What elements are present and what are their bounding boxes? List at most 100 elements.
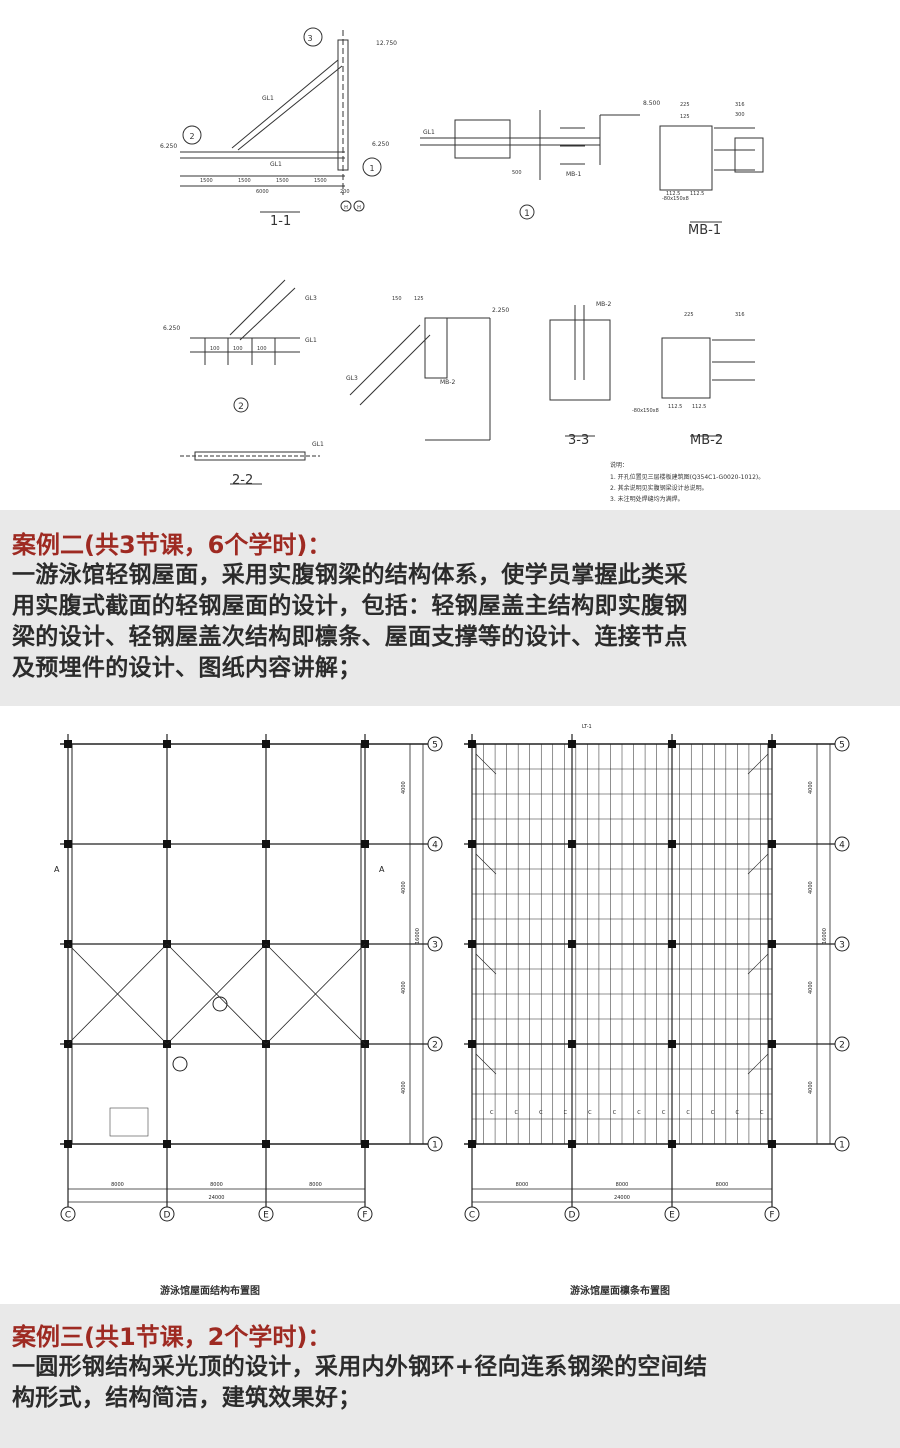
column-marker	[163, 840, 171, 848]
section-1-1-mark-3: 3	[307, 34, 312, 43]
mb-2-plate: -80x150x8	[632, 408, 659, 414]
side-dimension-total: 16000	[822, 928, 828, 944]
mb-2-dim-1: 112.5	[668, 404, 682, 410]
column-marker	[768, 840, 776, 848]
case-2-body-line-2: 用实腹式截面的轻钢屋面的设计，包括：轻钢屋盖主结构即实腹钢	[12, 593, 688, 619]
col-axis-bubble	[764, 1206, 780, 1222]
node-1-elevation: 8.500	[643, 100, 660, 107]
section-1-1-elevation-left: 6.250	[160, 143, 177, 150]
col-axis-label: C	[469, 1211, 475, 1221]
notes-item-1: 1. 开孔位置见三层楼板建筑图(Q354C1-G0020-1012)。	[610, 473, 764, 481]
side-dimension: 4000	[401, 1081, 407, 1094]
node-2-2-label: GL1	[312, 441, 324, 448]
corner-brace	[475, 953, 497, 975]
row-axis-bubble	[427, 936, 443, 952]
row-axis-label: 1	[432, 1141, 438, 1151]
side-dimension: 4000	[401, 881, 407, 894]
notes-heading: 说明：	[610, 461, 628, 469]
section-mark-a-left: A	[54, 865, 60, 874]
row-axis-label: 4	[432, 841, 438, 851]
bracing-line	[166, 943, 267, 1045]
mb-2-title: MB-2	[690, 433, 723, 448]
mb-2-drawing	[661, 337, 755, 437]
detail-drawings-sheet: 1-1 3 2 1 12.750 6.250 6.250 GL1 GL1 150…	[0, 0, 900, 510]
bottom-dimension-total: 24000	[614, 1195, 630, 1201]
mb-1-dim-3: 112.5	[690, 191, 704, 197]
roof-structure-plan-title: 游泳馆屋面结构布置图	[160, 1284, 260, 1297]
section-marker	[172, 1056, 188, 1072]
column-marker	[468, 740, 476, 748]
node-2-label-gl1: GL1	[305, 337, 317, 344]
node-2-dim-1: 100	[233, 346, 243, 352]
row-axis-bubble	[427, 1036, 443, 1052]
mb-1-dim-5: 316	[735, 102, 745, 108]
node-2-dim-2: 100	[257, 346, 267, 352]
column-marker	[64, 1140, 72, 1148]
col-axis-label: F	[769, 1211, 774, 1221]
bottom-dimension: 8000	[309, 1182, 322, 1188]
detail-drawings-svg: 1-1 3 2 1 12.750 6.250 6.250 GL1 GL1 150…	[160, 27, 764, 503]
node-2-dim-0: 100	[210, 346, 220, 352]
col-axis-label: D	[569, 1211, 576, 1221]
node-1-dim: 500	[512, 170, 522, 176]
column-marker	[163, 1140, 171, 1148]
section-mark-a-right: A	[379, 865, 385, 874]
column-marker	[262, 740, 270, 748]
corner-brace	[475, 853, 497, 875]
side-dimension: 4000	[808, 781, 814, 794]
column-marker	[361, 840, 369, 848]
column-marker	[768, 940, 776, 948]
purlin-tag: C	[662, 1110, 666, 1116]
column-marker	[568, 940, 576, 948]
section-1-1-beam-label-horiz: GL1	[270, 161, 282, 168]
col-axis-bubble	[664, 1206, 680, 1222]
case-3-section: 案例三(共1节课，2个学时)： 一圆形钢结构采光顶的设计，采用内外钢环+径向连系…	[0, 1304, 900, 1448]
column-marker	[568, 1140, 576, 1148]
mb-2-dim-3: 316	[735, 312, 745, 318]
column-marker	[668, 840, 676, 848]
case-2-body-line-1: 一游泳馆轻钢屋面，采用实腹钢梁的结构体系，使学员掌握此类采	[12, 562, 688, 588]
row-axis-label: 5	[839, 741, 845, 751]
purlin-tag: C	[760, 1110, 764, 1116]
purlin-tag: C	[515, 1110, 519, 1116]
column-marker	[668, 1140, 676, 1148]
column-marker	[668, 1040, 676, 1048]
row-axis-label: 3	[432, 941, 438, 951]
section-1-1-mark-1: 1	[369, 164, 374, 173]
purlin-tag: C	[686, 1110, 690, 1116]
row-axis-bubble	[834, 936, 850, 952]
side-dimension: 4000	[401, 781, 407, 794]
col-axis-bubble	[564, 1206, 580, 1222]
corner-brace	[475, 1053, 497, 1075]
corner-brace	[747, 1053, 769, 1075]
node-mb2-label-mb2: MB-2	[440, 379, 455, 386]
purlin-tag: C	[539, 1110, 543, 1116]
section-3-3-label: MB-2	[596, 301, 611, 308]
section-3-3-title: 3-3	[568, 433, 589, 448]
case-2-heading: 案例二(共3节课，6个学时)：	[12, 531, 332, 559]
node-mb2-dim-0: 150	[392, 296, 402, 302]
notes-item-3: 3. 未注明处焊缝均为满焊。	[610, 495, 684, 503]
node-2-elevation: 6.250	[163, 325, 180, 332]
node-1-title: 1	[524, 209, 530, 219]
column-marker	[361, 740, 369, 748]
row-axis-label: 5	[432, 741, 438, 751]
side-dimension: 4000	[808, 981, 814, 994]
row-axis-label: 4	[839, 841, 845, 851]
col-axis-bubble	[464, 1206, 480, 1222]
node-2-title: 2	[238, 402, 244, 412]
section-1-1-beam-label-diag: GL1	[262, 95, 274, 102]
bracing-line	[67, 943, 168, 1045]
purlin-tag: C	[588, 1110, 592, 1116]
purlin-tag: C	[613, 1110, 617, 1116]
column-marker	[768, 740, 776, 748]
section-1-1-dim-3: 1500	[314, 178, 327, 184]
column-marker	[668, 940, 676, 948]
corner-brace	[475, 753, 497, 775]
section-1-1-title: 1-1	[270, 214, 291, 229]
col-axis-bubble	[159, 1206, 175, 1222]
row-axis-bubble	[427, 836, 443, 852]
side-dimension-total: 16000	[415, 928, 421, 944]
